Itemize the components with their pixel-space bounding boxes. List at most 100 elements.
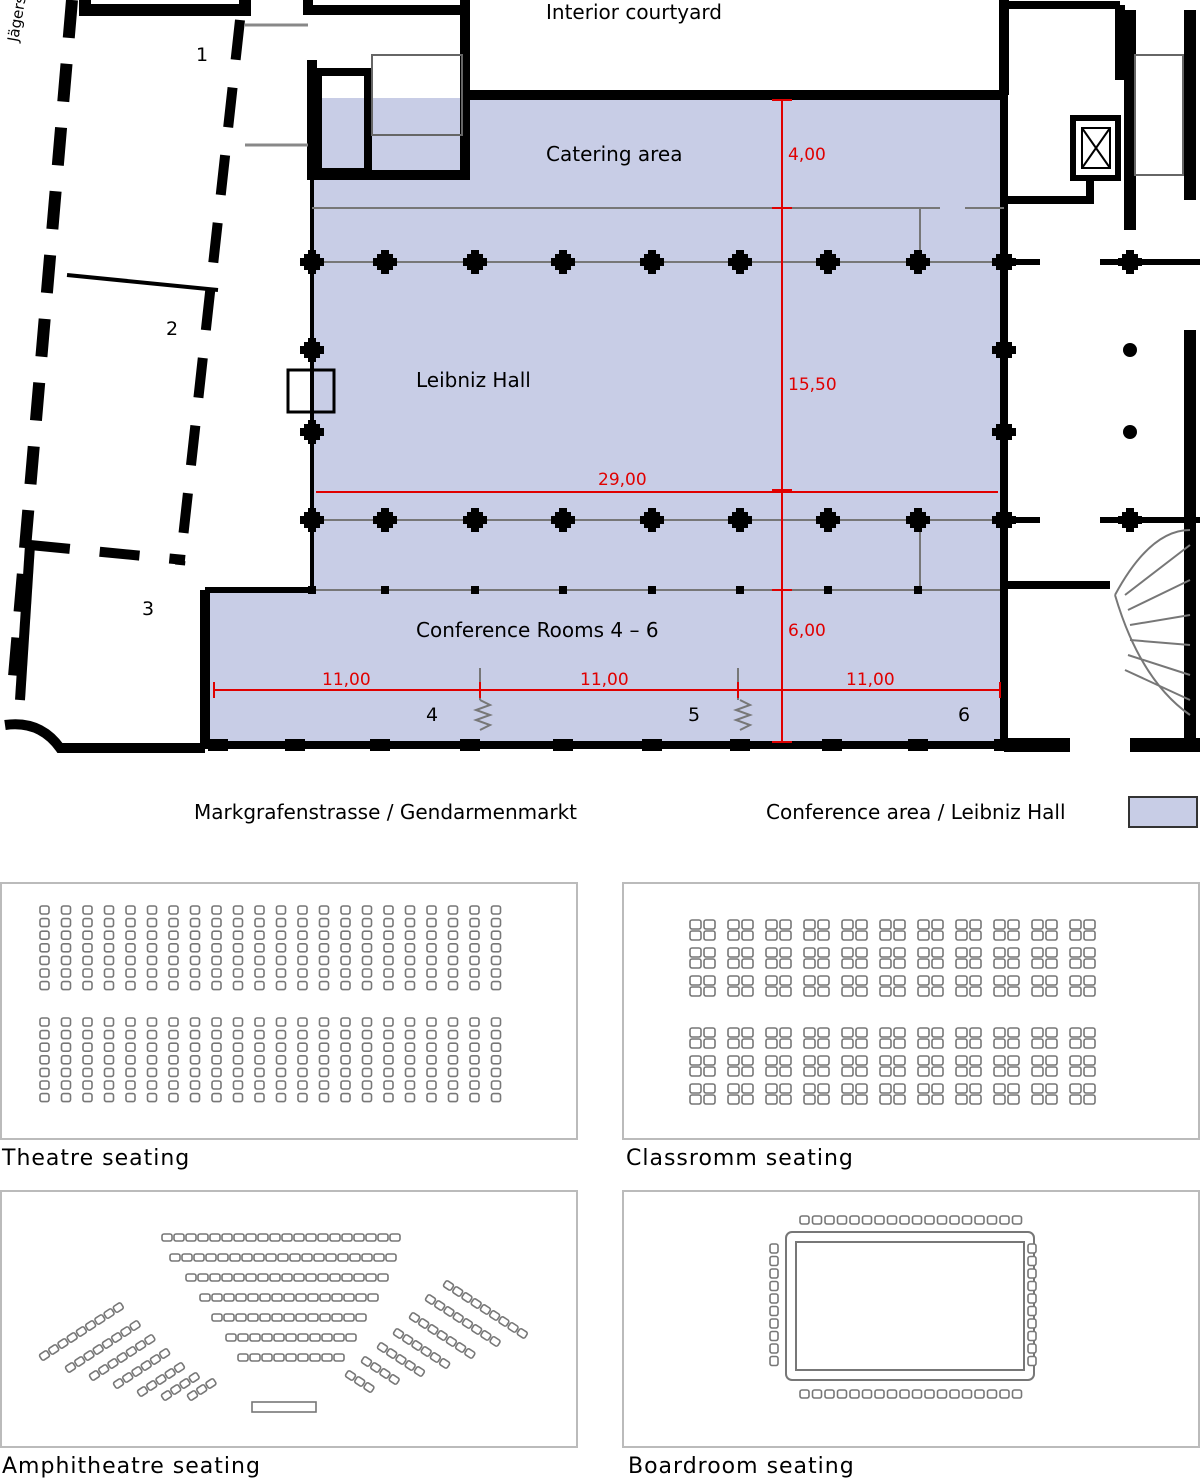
- column: [300, 338, 324, 362]
- seat: [855, 1055, 868, 1066]
- seat: [917, 947, 930, 958]
- seat: [134, 1340, 147, 1351]
- seat: [221, 1273, 233, 1282]
- seat: [318, 1055, 330, 1065]
- seat: [993, 930, 1006, 941]
- seat: [413, 1366, 426, 1377]
- seat: [193, 1253, 205, 1262]
- seat: [209, 1233, 221, 1242]
- seat: [855, 958, 868, 969]
- seat: [1045, 1038, 1058, 1049]
- seat: [893, 958, 906, 969]
- seat: [383, 980, 394, 991]
- seat: [361, 1042, 373, 1052]
- seat: [60, 1067, 72, 1078]
- seat: [211, 1293, 223, 1302]
- seat: [341, 1273, 353, 1282]
- seat: [301, 1253, 313, 1262]
- seat: [769, 1318, 779, 1329]
- seat: [39, 1055, 50, 1065]
- seat: [305, 1273, 317, 1282]
- seat: [271, 1293, 283, 1302]
- seat: [317, 1273, 329, 1282]
- seat: [254, 930, 265, 941]
- seat: [341, 1233, 353, 1242]
- seat: [454, 1342, 467, 1353]
- seat: [129, 1320, 141, 1331]
- seat: [741, 930, 754, 941]
- seat: [94, 1314, 106, 1325]
- seat: [426, 1017, 437, 1027]
- seat: [727, 947, 740, 958]
- seat: [817, 930, 830, 941]
- seat: [168, 917, 179, 928]
- seat: [211, 1055, 222, 1065]
- seat: [125, 905, 136, 915]
- seat: [402, 1334, 414, 1345]
- seat: [297, 930, 308, 941]
- seat: [817, 1083, 830, 1094]
- seat: [1083, 1055, 1096, 1066]
- seat: [275, 1067, 287, 1078]
- seat: [293, 1233, 305, 1242]
- seat: [168, 930, 179, 941]
- seat: [254, 917, 265, 928]
- seat: [361, 942, 373, 953]
- seat: [1007, 930, 1020, 941]
- seat: [893, 930, 906, 941]
- seat: [689, 1038, 702, 1049]
- seat: [765, 1055, 778, 1066]
- seat: [438, 1358, 451, 1369]
- seat: [285, 1333, 297, 1342]
- courtyard-label: Interior courtyard: [546, 0, 722, 24]
- seat: [232, 1055, 244, 1065]
- seat: [1007, 958, 1020, 969]
- seat: [211, 917, 222, 928]
- seat: [426, 1080, 437, 1090]
- seat: [817, 1038, 830, 1049]
- seat: [317, 1233, 329, 1242]
- seat: [1031, 1094, 1044, 1105]
- seat: [469, 942, 480, 953]
- seat: [307, 1313, 319, 1322]
- seat: [1083, 1027, 1096, 1038]
- seat: [92, 1344, 104, 1355]
- seat: [490, 930, 502, 941]
- seat: [211, 1313, 223, 1322]
- seat: [689, 958, 702, 969]
- seat: [340, 955, 351, 966]
- seat: [340, 1080, 351, 1090]
- seat: [333, 1333, 345, 1342]
- column: [471, 586, 479, 594]
- seat: [955, 1055, 968, 1066]
- seat: [1069, 1055, 1082, 1066]
- seat: [189, 1017, 201, 1027]
- seat: [1027, 1330, 1037, 1342]
- seat: [395, 1354, 407, 1365]
- column: [730, 739, 750, 751]
- seat: [999, 1389, 1010, 1399]
- seat: [824, 1389, 835, 1399]
- seat: [955, 975, 968, 986]
- seat: [1069, 1094, 1082, 1105]
- seat: [285, 1353, 297, 1362]
- seat: [1007, 975, 1020, 986]
- seat: [84, 1320, 97, 1331]
- seat: [769, 1255, 779, 1267]
- seat: [803, 975, 816, 986]
- seat: [125, 930, 136, 941]
- seat: [275, 968, 287, 978]
- seat: [1045, 975, 1058, 986]
- seat: [1031, 958, 1044, 969]
- seat: [146, 905, 158, 915]
- seat: [855, 947, 868, 958]
- seat: [48, 1344, 60, 1355]
- seat: [855, 1066, 868, 1077]
- seat: [383, 930, 394, 941]
- seat: [993, 1066, 1006, 1077]
- seat: [426, 930, 437, 941]
- seat: [447, 917, 459, 928]
- column: [553, 739, 573, 751]
- seat: [1007, 919, 1020, 930]
- seat: [969, 1066, 982, 1077]
